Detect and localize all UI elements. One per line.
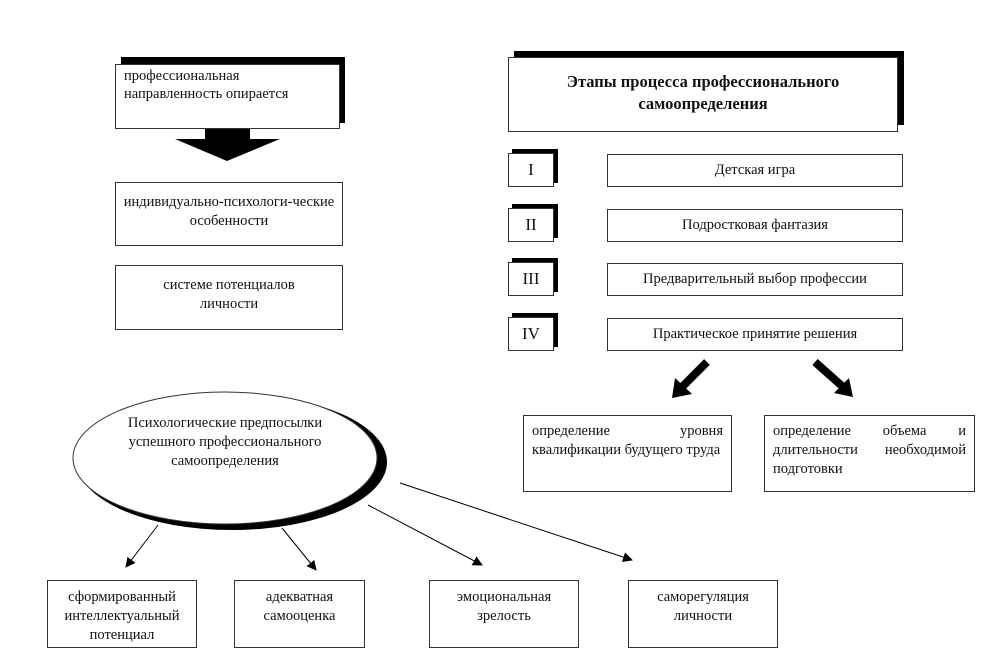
prerequisite-box: эмоциональная зрелость (429, 580, 579, 648)
prerequisite-box: сформированный интеллектуальный потенциа… (47, 580, 197, 648)
stage-numeral: III (508, 262, 554, 296)
big-down-arrow (175, 128, 280, 161)
thick-arrow-left (672, 359, 710, 398)
stage-label: Предварительный выбор профессии (607, 263, 903, 296)
arrow-to-emotional (367, 504, 483, 566)
prerequisites-center-label: Психологические предпосылки успешного пр… (127, 415, 323, 469)
target-box: системе потенциалов личности (115, 265, 343, 330)
stage-numeral: I (508, 153, 554, 187)
prerequisites-ellipse (72, 391, 378, 525)
thick-arrow-right (812, 359, 853, 397)
stage-numeral: II (508, 208, 554, 242)
stage-label: Детская игра (607, 154, 903, 187)
outcome-box: определение уровня квалификации будущего… (523, 415, 732, 492)
stage-numeral: IV (508, 317, 554, 351)
arrow-to-selfesteem (281, 527, 317, 571)
prerequisite-box: адекватная самооценка (234, 580, 365, 648)
target-box: индивидуально-психологи-ческие особеннос… (115, 182, 343, 246)
outcome-box: определение объема и длительности необхо… (764, 415, 975, 492)
source-box: профессиональная направленность опираетс… (115, 64, 340, 129)
stages-title: Этапы процесса профессионального самоопр… (508, 57, 898, 132)
stage-label: Подростковая фантазия (607, 209, 903, 242)
arrow-to-intellect (125, 524, 159, 568)
arrow-to-selfregulation (399, 482, 633, 562)
prerequisite-box: саморегуляция личности (628, 580, 778, 648)
stage-label: Практическое принятие решения (607, 318, 903, 351)
